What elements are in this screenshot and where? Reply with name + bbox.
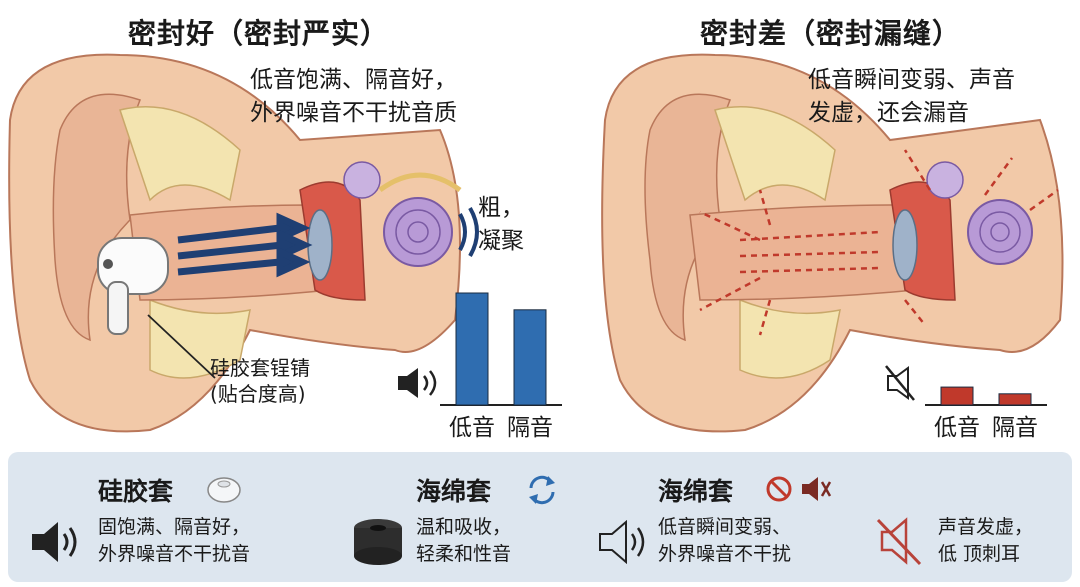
left-bar-2	[513, 309, 547, 406]
foam-bad-desc-line1: 低音瞬间变弱、	[658, 516, 792, 538]
sound-desc-line2: 低 顶刺耳	[938, 543, 1021, 565]
comparison-panel: 硅胶套 固饱满、隔音好， 外界噪音不干扰音 海绵套 温和吸收， 轻柔和性音 海绵…	[8, 452, 1072, 582]
foam-bad-desc: 低音瞬间变弱、 外界噪音不干扰	[658, 514, 791, 568]
right-bar-chart: 低音隔音	[925, 386, 1047, 441]
left-ear-illustration	[8, 53, 479, 433]
silicone-desc-line1: 固饱满、隔音好，	[98, 516, 251, 538]
pointer-label-line1: 硅胶套锃锖	[210, 356, 310, 380]
foam-bad-desc-line2: 外界噪音不干扰	[658, 543, 792, 565]
foam-tip-title-2: 海绵套	[658, 477, 734, 506]
sound-desc-line1: 声音发虚，	[938, 516, 1034, 538]
left-title: 密封好（密封严实）	[128, 17, 390, 50]
foam-tip-title: 海绵套	[416, 477, 492, 506]
speaker-outline-icon	[599, 520, 645, 564]
earbud-icon	[97, 237, 169, 335]
side-label: 粗， 凝聚	[478, 192, 524, 258]
left-caption-line1: 低音饱满、隔音好，	[250, 67, 457, 93]
no-entry-icon	[766, 476, 792, 502]
silicone-desc: 固饱满、隔音好， 外界噪音不干扰音	[98, 514, 250, 568]
right-bar-label-2: 隔音	[992, 415, 1038, 441]
left-bar-label-1: 低音	[449, 415, 495, 441]
muted-speaker-icon	[876, 517, 922, 566]
leak-arrows	[699, 149, 1059, 336]
speaker-icon	[398, 368, 437, 398]
eartip-icon	[207, 477, 241, 503]
right-ear-illustration	[601, 53, 1064, 433]
sound-arrows	[177, 212, 313, 278]
side-label-line2: 凝聚	[478, 228, 524, 254]
right-caption-line1: 低音瞬间变弱、声音	[808, 67, 1015, 93]
side-label-line1: 粗，	[478, 195, 524, 221]
muted-speaker-icon	[802, 477, 832, 501]
speaker-icon	[32, 522, 77, 562]
left-bar-1	[455, 292, 489, 406]
muted-speaker-icon	[885, 365, 915, 401]
foam-desc-line2: 轻柔和性音	[416, 543, 512, 565]
right-bar-1	[940, 386, 974, 406]
refresh-icon	[529, 475, 555, 505]
pointer-label: 硅胶套锃锖 (贴合度高)	[210, 355, 310, 407]
sound-desc: 声音发虚， 低 顶刺耳	[938, 514, 1033, 568]
right-title: 密封差（密封漏缝）	[700, 17, 962, 50]
right-bar-label-1: 低音	[934, 415, 980, 441]
silicone-desc-line2: 外界噪音不干扰音	[98, 543, 251, 565]
foam-desc-line1: 温和吸收，	[416, 516, 512, 538]
silicone-tip-title: 硅胶套	[98, 477, 174, 506]
pointer-label-line2: (贴合度高)	[210, 382, 306, 406]
right-caption: 低音瞬间变弱、声音 发虚，还会漏音	[808, 64, 1015, 130]
foam-tip-icon	[354, 519, 402, 565]
left-bar-chart: 低音隔音	[440, 292, 562, 441]
left-caption: 低音饱满、隔音好， 外界噪音不干扰音质	[250, 64, 457, 130]
illustration-canvas: 低音隔音 低音隔音	[8, 53, 1064, 441]
left-bar-label-2: 隔音	[507, 415, 553, 441]
foam-desc: 温和吸收， 轻柔和性音	[416, 514, 511, 568]
left-caption-line2: 外界噪音不干扰音质	[250, 100, 457, 126]
right-bar-2	[998, 393, 1032, 406]
right-caption-line2: 发虚，还会漏音	[808, 100, 969, 126]
